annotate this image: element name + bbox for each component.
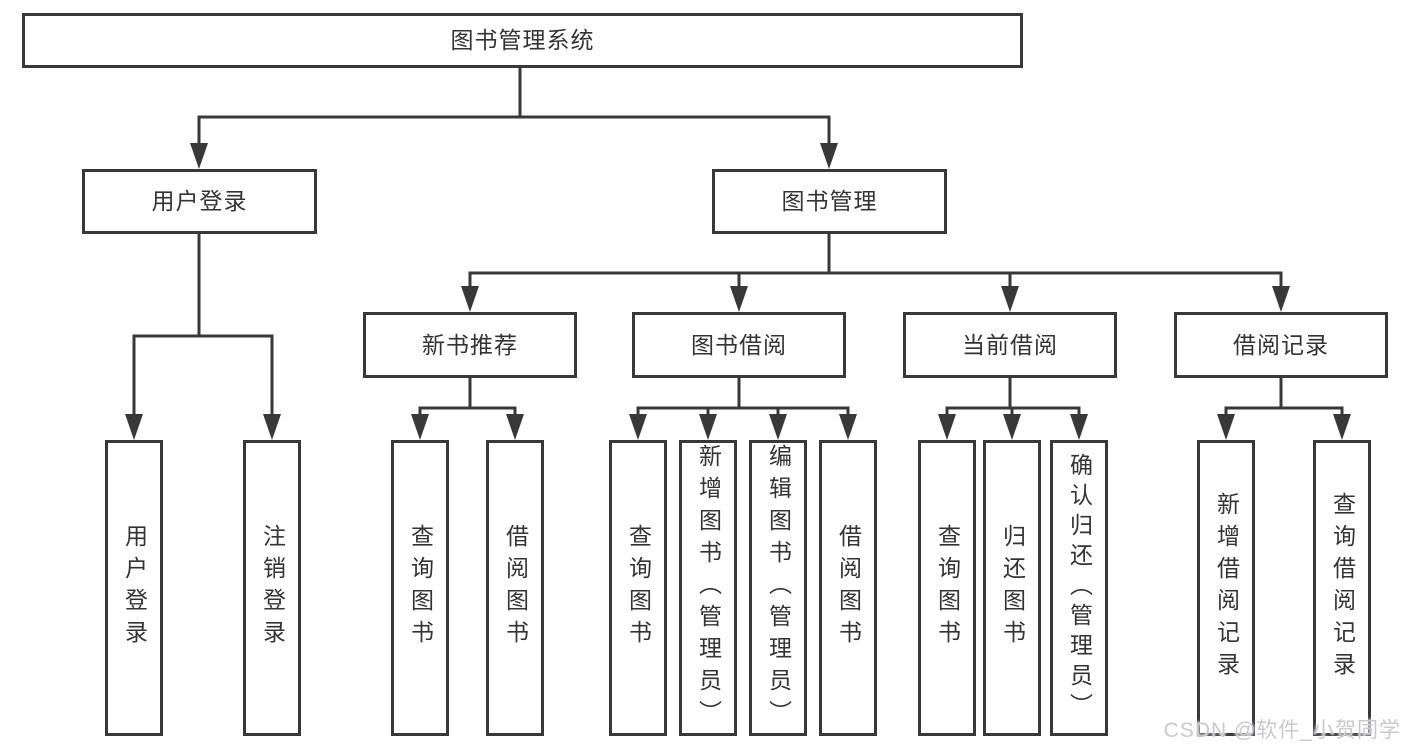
leaf-newbooks-query: 查询图书 — [391, 440, 449, 736]
leaf-borrow-edit-admin: 编辑图书（管理员） — [749, 440, 807, 736]
leaf-current-return: 归还图书 — [983, 440, 1041, 736]
connector-user-login-children — [125, 234, 281, 440]
leaf-records-add: 新增借阅记录 — [1197, 440, 1255, 736]
connector-borrow-records-children — [1217, 378, 1351, 440]
connector-current-borrow-children — [938, 378, 1088, 440]
node-root: 图书管理系统 — [22, 13, 1023, 68]
node-book-borrow: 图书借阅 — [632, 312, 846, 378]
leaf-borrow-borrow: 借阅图书 — [819, 440, 877, 736]
connector-book-mgmt-to-level3 — [461, 234, 1290, 312]
leaf-logout: 注销登录 — [243, 440, 301, 736]
node-current-borrow: 当前借阅 — [903, 312, 1117, 378]
connector-book-borrow-children — [629, 378, 857, 440]
leaf-borrow-add-admin: 新增图书（管理员） — [679, 440, 737, 736]
leaf-records-query: 查询借阅记录 — [1313, 440, 1371, 736]
leaf-borrow-query: 查询图书 — [609, 440, 667, 736]
node-book-mgmt: 图书管理 — [712, 169, 947, 234]
leaf-current-query: 查询图书 — [918, 440, 976, 736]
node-user-login: 用户登录 — [82, 169, 317, 234]
leaf-newbooks-borrow: 借阅图书 — [486, 440, 544, 736]
leaf-user-login: 用户登录 — [105, 440, 163, 736]
leaf-current-confirm-admin: 确认归还（管理员） — [1050, 440, 1108, 736]
watermark: CSDN @软件_小贺同学 — [1163, 719, 1401, 742]
connector-new-books-children — [411, 378, 524, 440]
node-borrow-records: 借阅记录 — [1174, 312, 1388, 378]
connector-root-to-level2 — [190, 68, 838, 169]
node-new-books: 新书推荐 — [363, 312, 577, 378]
